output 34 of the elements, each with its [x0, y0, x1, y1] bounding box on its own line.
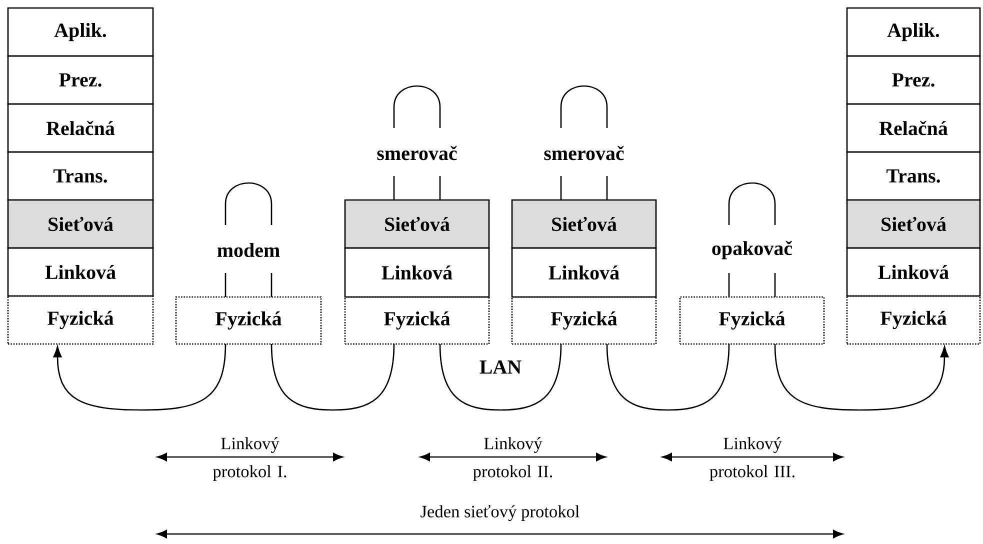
connector: [774, 344, 949, 411]
layer-box: Sieťová: [344, 199, 490, 249]
connector: [270, 344, 395, 411]
layer-box: Fyzická: [511, 296, 657, 345]
layer-box: Linková: [846, 247, 981, 297]
layer-box: Prez.: [846, 55, 981, 105]
connector: [606, 344, 730, 411]
device-label: smerovač: [377, 146, 457, 160]
protocol-label: Jeden sieťový protokol: [420, 505, 580, 521]
layer-box: Fyzická: [7, 295, 154, 345]
edge-label: LAN: [478, 359, 523, 375]
protocol-label: Linkový protokol II.: [473, 437, 552, 481]
layer-box: Aplik.: [7, 7, 154, 57]
layer-box: Aplik.: [846, 7, 981, 57]
layer-box: Relačná: [7, 103, 154, 153]
connector: [53, 344, 226, 411]
layer-box: Sieťová: [7, 199, 154, 249]
layer-box: Fyzická: [175, 296, 322, 345]
device-label: opakovač: [712, 240, 792, 260]
layer-box: Linková: [7, 247, 154, 297]
protocol-label: Linkový protokol III.: [710, 437, 794, 481]
connector: [439, 344, 562, 411]
protocol-label: Linkový protokol I.: [212, 437, 286, 481]
layer-box: Linková: [511, 247, 657, 298]
layer-box: Fyzická: [344, 296, 490, 345]
device-label: smerovač: [544, 146, 624, 160]
layer-box: Sieťová: [511, 199, 657, 249]
layer-box: Linková: [344, 247, 490, 298]
layer-box: Prez.: [7, 55, 154, 105]
layer-box: Sieťová: [846, 199, 981, 249]
layer-box: Fyzická: [846, 295, 981, 345]
layer-box: Fyzická: [679, 296, 825, 345]
layer-box: Relačná: [846, 103, 981, 153]
device-label: modem: [217, 242, 280, 258]
